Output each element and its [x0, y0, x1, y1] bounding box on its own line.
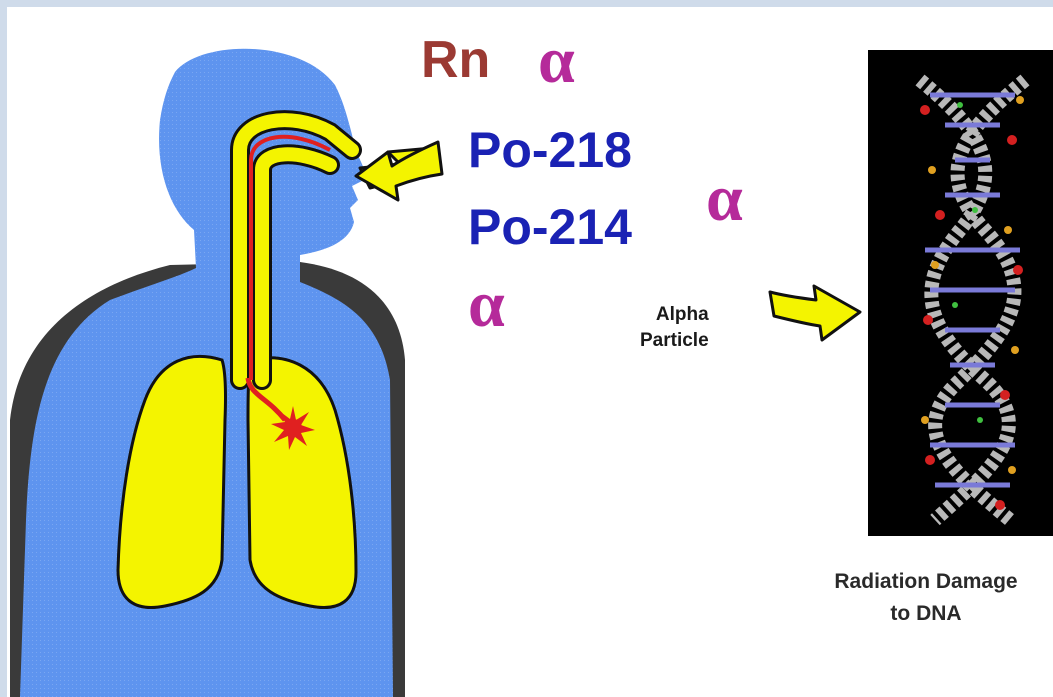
alpha-symbol-po214: α: [468, 272, 505, 338]
alpha-particle-label: Alpha Particle: [640, 302, 709, 354]
dna-caption-line2: to DNA: [786, 598, 1053, 630]
polonium-214-label: Po-214: [468, 202, 632, 252]
dna-caption: Radiation Damage to DNA: [786, 566, 1053, 630]
dna-image: [868, 50, 1053, 536]
polonium-218-label: Po-218: [468, 125, 632, 175]
alpha-symbol-po218: α: [706, 166, 743, 232]
alpha-particle-arrow-icon: [770, 286, 860, 340]
radon-label: Rn: [421, 30, 490, 90]
dna-caption-line1: Radiation Damage: [786, 566, 1053, 598]
alpha-symbol-radon: α: [538, 28, 575, 94]
alpha-particle-line2: Particle: [640, 328, 709, 354]
alpha-particle-line1: Alpha: [640, 302, 709, 328]
